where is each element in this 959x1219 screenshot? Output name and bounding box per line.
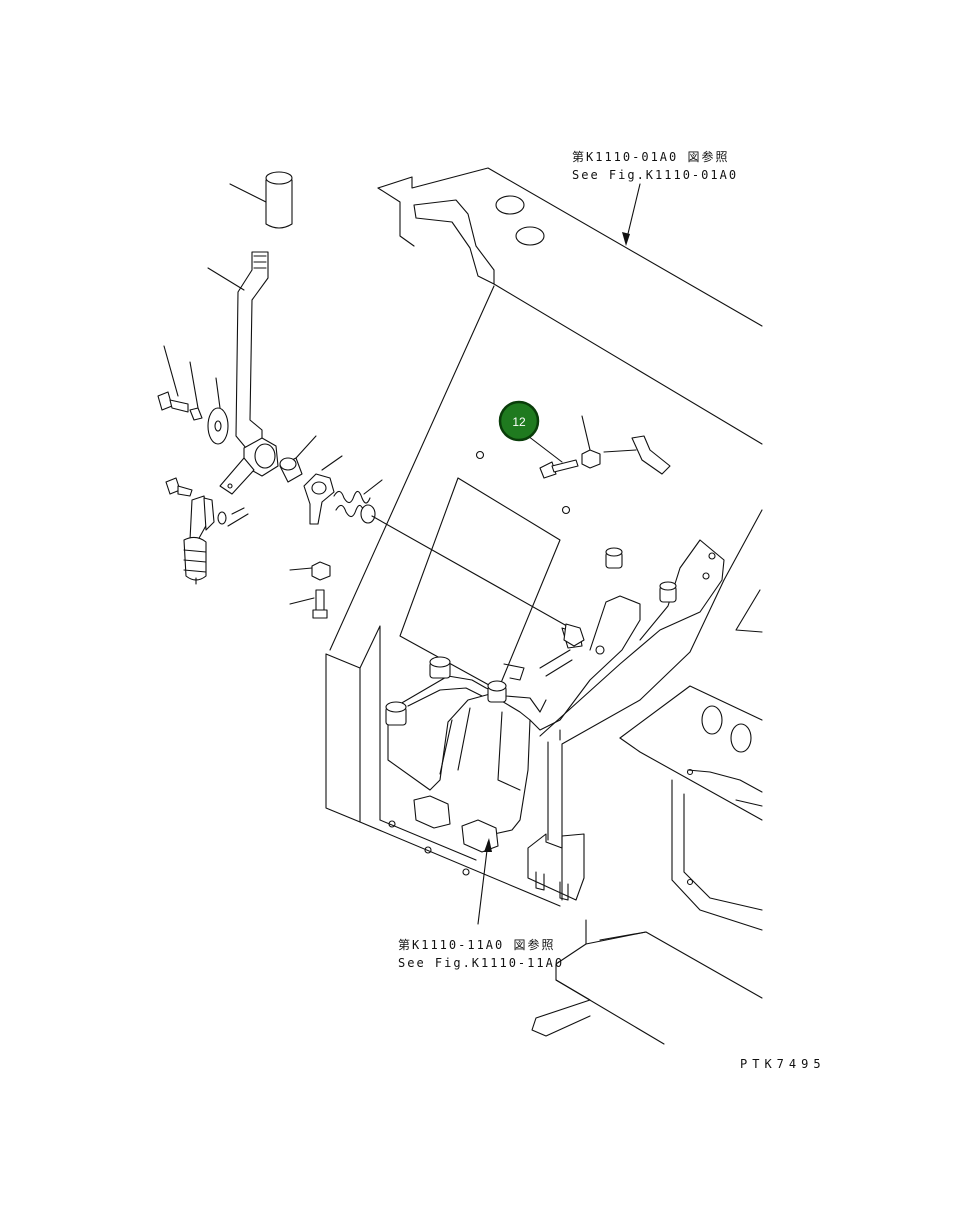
reference-bottom-en: See Fig.K1110-11A0 <box>398 956 564 970</box>
rod-end-icon <box>303 455 343 525</box>
callout-12[interactable]: 12 <box>498 400 540 442</box>
drawing-code: PTK7495 <box>740 1057 826 1071</box>
nut-icon <box>189 361 601 581</box>
reference-label-top: 第K1110-01A0 図参照 See Fig.K1110-01A0 <box>572 149 738 182</box>
spring-icon <box>333 479 585 647</box>
control-lever-icon <box>207 251 279 495</box>
bolt-icon <box>157 345 579 619</box>
rod-end-icon <box>183 435 671 585</box>
reference-top-en: See Fig.K1110-01A0 <box>572 168 738 182</box>
bushing-icon <box>279 435 317 483</box>
reference-top-jp: 第K1110-01A0 図参照 <box>572 149 729 164</box>
callout-circle[interactable] <box>498 400 540 442</box>
lever-knob-icon <box>229 171 293 229</box>
callout-number[interactable]: 12 <box>512 415 526 429</box>
frame-icon <box>325 167 763 1045</box>
reference-label-bottom: 第K1110-11A0 図参照 See Fig.K1110-11A0 <box>398 937 564 970</box>
reference-bottom-jp: 第K1110-11A0 図参照 <box>398 937 555 952</box>
bracket-icon <box>385 539 725 853</box>
washer-icon <box>207 377 249 527</box>
